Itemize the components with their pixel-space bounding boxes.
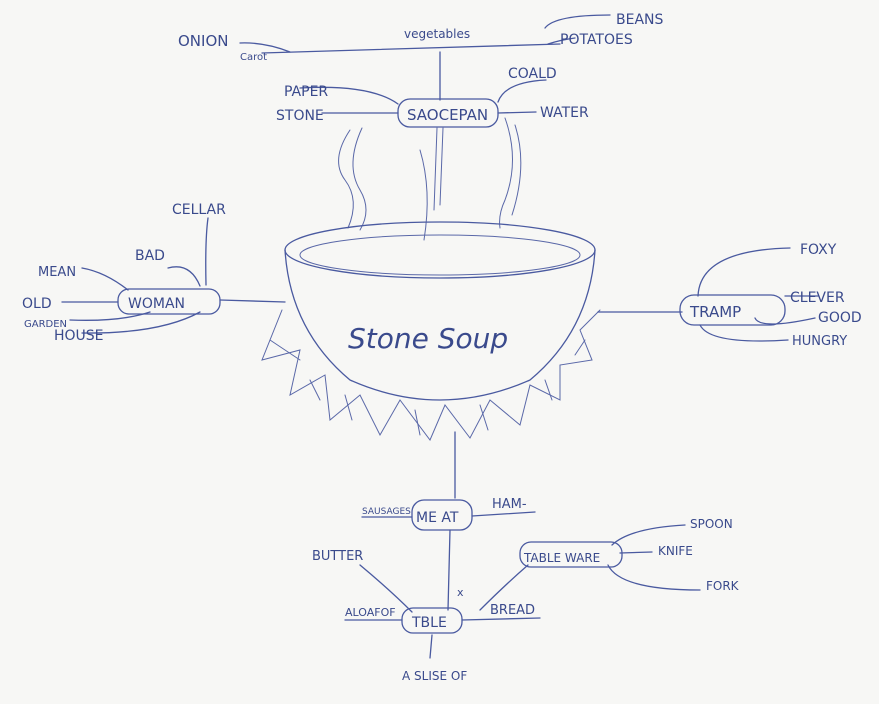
table-ware-branch: TABLE WARE SPOON KNIFE FORK	[479, 517, 740, 611]
table-ware-spoon: SPOON	[690, 517, 733, 531]
woman-branch: WOMAN CELLAR BAD MEAN OLD GARDEN HOUSE	[22, 202, 286, 344]
tramp-branch: TRAMP FOXY CLEVER GOOD HUNGRY	[597, 242, 862, 349]
woman-cellar: CELLAR	[172, 202, 226, 218]
table-mark: x	[457, 586, 464, 599]
steam-lines	[338, 117, 522, 241]
soup-title: Stone Soup	[348, 322, 508, 355]
meat-ham: HAM-	[492, 497, 527, 512]
tramp-good: GOOD	[818, 310, 862, 326]
tramp-clever: CLEVER	[790, 290, 845, 306]
table-aslise: A SLISE OF	[402, 669, 467, 683]
vegetable-beans: BEANS	[616, 12, 664, 28]
table-ware-knife: KNIFE	[658, 544, 693, 558]
saucepan-node	[397, 98, 499, 128]
tramp-node	[679, 294, 786, 326]
meat-sausages: SAUSAGES	[362, 507, 411, 517]
vegetable-onion: ONION	[178, 32, 228, 50]
meat-node	[411, 499, 473, 531]
vegetable-carot: Carot	[240, 52, 267, 63]
saucepan-stone: STONE	[276, 108, 324, 124]
woman-house: HOUSE	[54, 328, 104, 344]
saucepan-water: WATER	[540, 105, 589, 121]
meat-label: ME AT	[416, 510, 459, 526]
tramp-label: TRAMP	[689, 303, 741, 321]
saucepan-branch: SAOCEPAN PAPER STONE COALD WATER	[276, 66, 589, 211]
woman-garden: GARDEN	[24, 319, 67, 330]
woman-bad: BAD	[135, 248, 165, 264]
table-branch: TBLE BUTTER ALOAFOF BREAD A SLISE OF x	[312, 549, 541, 683]
table-node	[401, 607, 463, 634]
woman-old: OLD	[22, 296, 52, 312]
vegetable-potatoes: POTATOES	[560, 32, 633, 48]
table-ware-fork: FORK	[706, 579, 740, 593]
woman-mean: MEAN	[38, 265, 76, 280]
saucepan-label: SAOCEPAN	[407, 106, 488, 124]
saucepan-coald: COALD	[508, 66, 557, 82]
tramp-foxy: FOXY	[800, 242, 837, 258]
table-ware-label: TABLE WARE	[523, 551, 600, 565]
table-bread: BREAD	[490, 603, 535, 618]
table-label: TBLE	[411, 615, 447, 631]
saucepan-paper: PAPER	[284, 84, 328, 100]
woman-node	[117, 288, 221, 315]
woman-label: WOMAN	[128, 296, 185, 312]
vegetables-branch: ONION Carot vegetables BEANS POTATOES	[178, 12, 664, 101]
table-ware-node	[519, 541, 623, 568]
meat-branch: ME AT SAUSAGES HAM-	[361, 431, 536, 611]
table-butter: BUTTER	[312, 549, 363, 564]
vegetables-label: vegetables	[404, 27, 470, 41]
tramp-hungry: HUNGRY	[792, 334, 847, 349]
soup-bowl: Stone Soup	[261, 221, 601, 441]
table-aloafof: ALOAFOF	[345, 606, 396, 619]
